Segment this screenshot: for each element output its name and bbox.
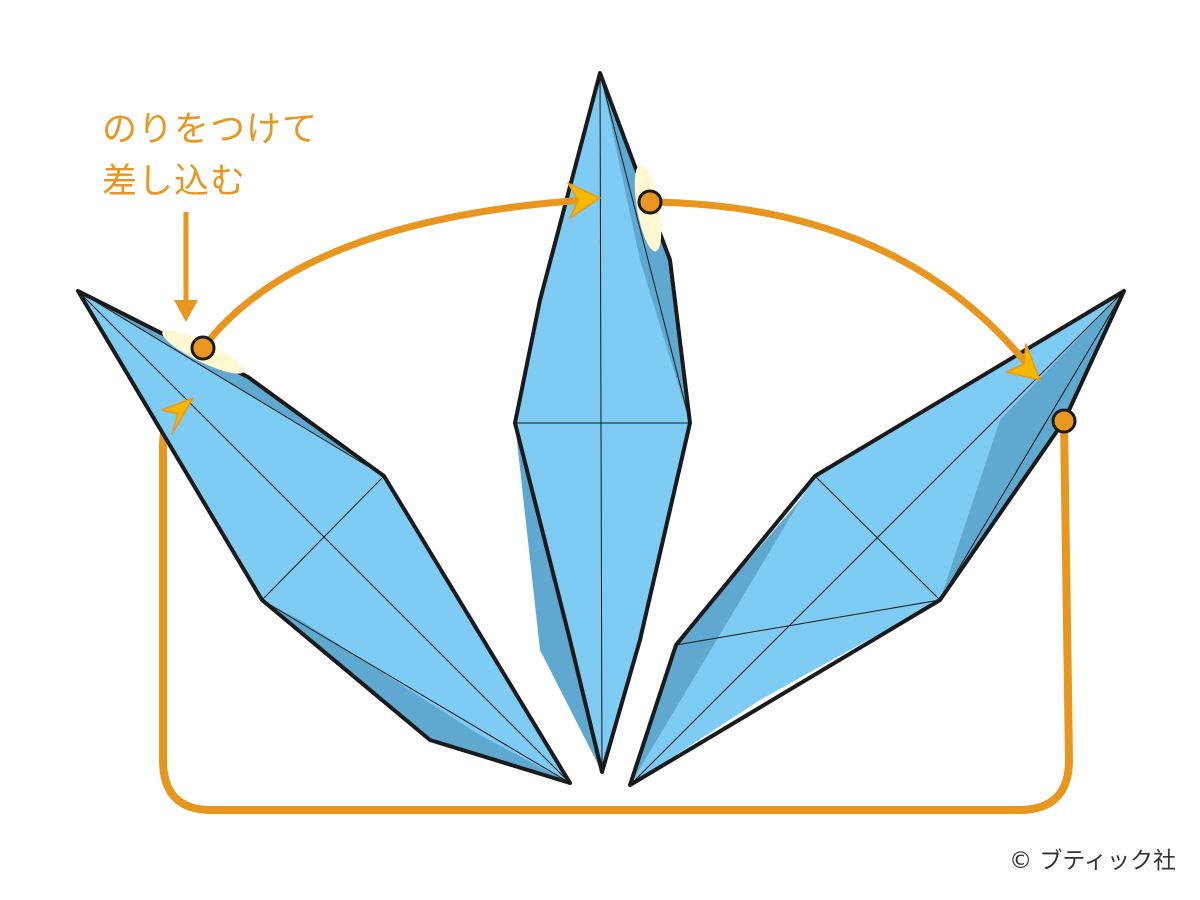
flow-line-center-to-right [646, 198, 1034, 372]
glue-dot-left [190, 335, 216, 361]
left-folded-piece [76, 289, 572, 785]
flow-line-left-to-center [199, 196, 589, 352]
right-piece-crease [939, 290, 1125, 601]
arrowhead-into-left-piece [161, 397, 194, 435]
glue-dot-center [637, 189, 663, 215]
right-piece-crease [814, 290, 1125, 477]
copyright-credit: © ブティック社 [1009, 848, 1176, 874]
right-piece-side-lower-left [630, 476, 815, 785]
right-folded-piece [628, 289, 1126, 787]
right-piece-crease [675, 599, 941, 646]
instruction-line-2: 差し込む [102, 162, 247, 202]
arrowhead-into-right-piece [1005, 343, 1041, 381]
right-piece-crease [814, 475, 941, 601]
instruction-label: のりをつけて 差し込む [102, 104, 318, 208]
left-piece-crease [383, 475, 571, 784]
center-folded-piece [513, 71, 692, 774]
instruction-line-1: のりをつけて [102, 110, 319, 150]
left-piece-crease [261, 599, 571, 784]
center-piece-crease [514, 422, 603, 773]
left-piece-crease [77, 290, 263, 601]
arrowhead-into-center-piece [567, 182, 601, 219]
center-piece-crease [599, 72, 691, 424]
left-piece-crease [77, 290, 385, 477]
glue-dot-right [1051, 408, 1077, 434]
left-piece-crease [261, 475, 385, 601]
annotation-pointer-head [174, 300, 198, 322]
